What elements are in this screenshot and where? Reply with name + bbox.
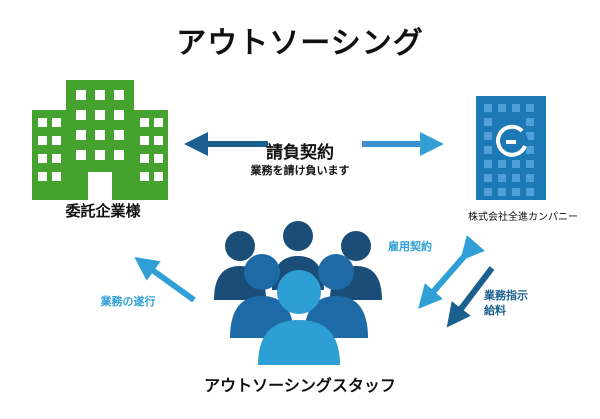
client-label: 委託企業様 xyxy=(65,202,141,220)
task-arrow xyxy=(134,256,196,303)
office-building-icon xyxy=(32,80,168,200)
company-logo-building-icon xyxy=(476,96,546,200)
employment-contract-label: 雇用契約 xyxy=(388,240,432,253)
company-label: 株式会社全進カンパニー xyxy=(468,212,578,223)
instruction-line-1: 業務指示 xyxy=(484,289,528,302)
staff-group-icon xyxy=(214,221,382,365)
contract-label: 請負契約 xyxy=(266,143,334,163)
staff-label: アウトソーシングスタッフ xyxy=(204,376,396,395)
task-execution-label: 業務の遂行 xyxy=(100,295,156,308)
page-title: アウトソーシング xyxy=(176,26,424,61)
instruction-arrow xyxy=(446,266,495,328)
instruction-label: 業務指示 給料 xyxy=(484,288,574,318)
employment-arrow xyxy=(418,235,485,310)
contract-description: 業務を請け負います xyxy=(250,164,350,177)
instruction-line-2: 給料 xyxy=(484,304,506,317)
